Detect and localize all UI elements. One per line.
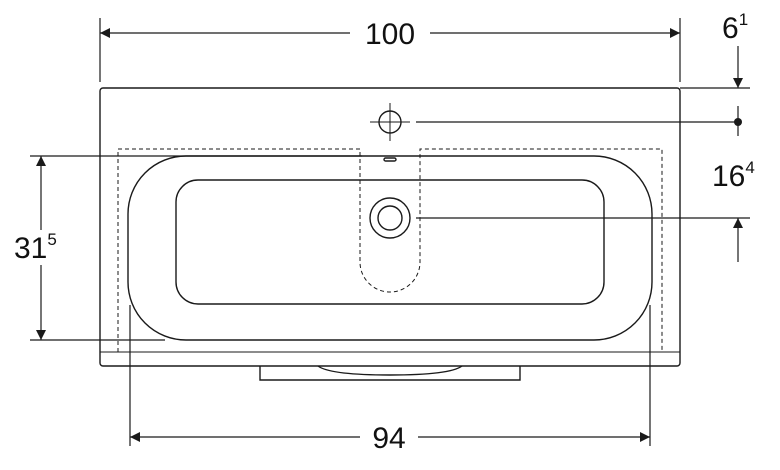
drain-offset-sup: 4 bbox=[745, 158, 754, 177]
tap-offset-sup: 1 bbox=[739, 10, 748, 29]
inner-width-label: 94 bbox=[372, 422, 405, 455]
basin-apron bbox=[259, 366, 521, 381]
basin-apron-inner bbox=[317, 365, 463, 376]
cabinet-dashed-outline bbox=[117, 148, 663, 352]
drain-offset-label: 164 bbox=[712, 158, 755, 193]
basin-bowl-outer bbox=[127, 155, 653, 341]
overall-width-label: 100 bbox=[365, 18, 415, 51]
tap-offset-dot bbox=[734, 118, 742, 126]
depth-sup: 5 bbox=[47, 230, 56, 249]
basin-bowl-inner bbox=[175, 179, 605, 305]
drain-inner bbox=[377, 205, 403, 231]
tap-offset-main: 6 bbox=[722, 12, 739, 45]
depth-main: 31 bbox=[14, 232, 47, 265]
depth-label: 315 bbox=[14, 230, 57, 265]
tap-offset-label: 61 bbox=[722, 10, 748, 45]
drain-outer bbox=[369, 197, 411, 239]
basin-outer-outline bbox=[99, 87, 681, 367]
drain-offset-main: 16 bbox=[712, 160, 745, 193]
overflow-slot bbox=[383, 157, 397, 162]
